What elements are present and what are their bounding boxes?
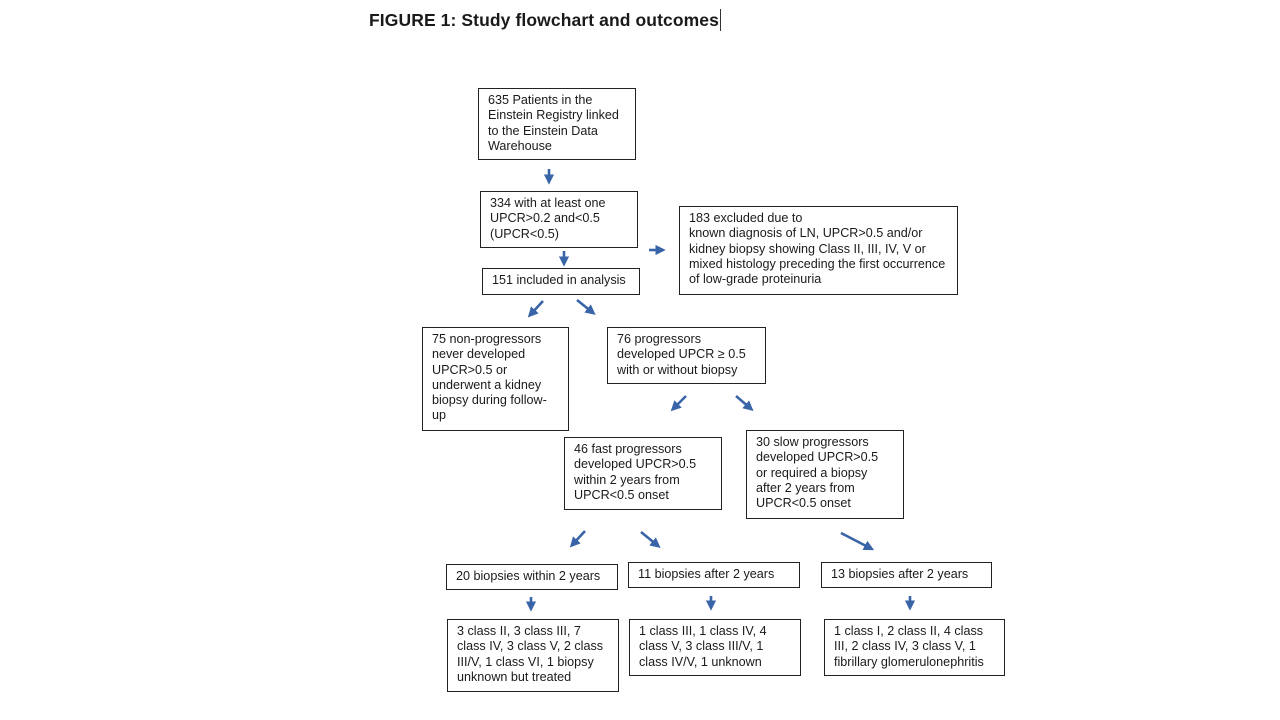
progressors-line: 76 progressors (617, 332, 701, 346)
results-13-line: fibrillary glomerulonephritis (834, 654, 984, 669)
registry-line: to the Einstein Data (488, 123, 598, 138)
results-13-line: III, 2 class IV, 3 class V, 1 (834, 639, 976, 654)
included-box: 151 included in analysis (482, 268, 640, 295)
biopsies-after-2y-slow-line: 13 biopsies after 2 years (831, 567, 969, 581)
excluded-line: known diagnosis of LN, UPCR>0.5 and/or (689, 226, 923, 241)
slow-progressors-line: or required a biopsy (756, 465, 868, 480)
results-20-line: unknown but treated (457, 669, 572, 684)
nonprogressors-line: biopsy during follow- (432, 393, 547, 408)
biopsies-after-2y-fast-box: 11 biopsies after 2 years (628, 562, 800, 588)
arrow-left-fast (670, 395, 687, 412)
slow-progressors-line: developed UPCR>0.5 (756, 450, 879, 465)
progressors-line: developed UPCR ≥ 0.5 (617, 347, 746, 362)
arrow-right-progressors (576, 298, 596, 315)
excluded-box: 183 excluded due to known diagnosis of L… (679, 206, 958, 295)
arrow-right-biopsies-11 (640, 530, 661, 548)
registry-line: Warehouse (488, 138, 552, 153)
slow-progressors-line: UPCR<0.5 onset (756, 496, 851, 511)
upcr-line: (UPCR<0.5) (490, 226, 559, 241)
nonprogressors-line: 75 non-progressors (432, 332, 542, 346)
progressors-line: with or without biopsy (617, 362, 738, 377)
results-20-line: III/V, 1 class VI, 1 biopsy (457, 654, 594, 669)
registry-line: Einstein Registry linked (488, 108, 619, 123)
fast-progressors-box: 46 fast progressors developed UPCR>0.5 w… (564, 437, 722, 510)
biopsies-within-2y-line: 20 biopsies within 2 years (456, 569, 601, 583)
progressors-box: 76 progressors developed UPCR ≥ 0.5 with… (607, 327, 766, 384)
results-11-line: class V, 3 class III/V, 1 (639, 639, 764, 654)
arrow-right-biopsies-13 (840, 531, 875, 551)
figure-title: FIGURE 1: Study flowchart and outcomes (369, 9, 721, 31)
registry-line: 635 Patients in the (488, 93, 593, 107)
fast-progressors-line: developed UPCR>0.5 (574, 457, 697, 472)
arrow-left-biopsies-20 (569, 530, 586, 548)
fast-progressors-line: 46 fast progressors (574, 442, 682, 456)
biopsies-after-2y-slow-box: 13 biopsies after 2 years (821, 562, 992, 588)
results-11-line: class IV/V, 1 unknown (639, 654, 762, 669)
slow-progressors-box: 30 slow progressors developed UPCR>0.5 o… (746, 430, 904, 519)
results-11-line: 1 class III, 1 class IV, 4 (639, 624, 767, 638)
biopsies-after-2y-fast-line: 11 biopsies after 2 years (638, 567, 775, 581)
results-11-box: 1 class III, 1 class IV, 4 class V, 3 cl… (629, 619, 801, 676)
nonprogressors-line: UPCR>0.5 or (432, 362, 508, 377)
nonprogressors-line: never developed (432, 347, 526, 362)
results-13-line: 1 class I, 2 class II, 4 class (834, 624, 984, 638)
fast-progressors-line: within 2 years from (574, 472, 680, 487)
upcr-line: 334 with at least one (490, 196, 606, 210)
excluded-line: mixed histology preceding the first occu… (689, 256, 946, 271)
excluded-line: of low-grade proteinuria (689, 272, 822, 287)
fast-progressors-line: UPCR<0.5 onset (574, 487, 669, 502)
excluded-line: kidney biopsy showing Class II, III, IV,… (689, 241, 926, 256)
arrow-left-nonprogressors (527, 300, 544, 318)
results-20-line: 3 class II, 3 class III, 7 (457, 624, 581, 638)
excluded-line: 183 excluded due to (689, 211, 803, 225)
results-20-box: 3 class II, 3 class III, 7 class IV, 3 c… (447, 619, 619, 692)
slow-progressors-line: after 2 years from (756, 480, 855, 495)
included-line: 151 included in analysis (492, 273, 626, 287)
biopsies-within-2y-box: 20 biopsies within 2 years (446, 564, 618, 590)
nonprogressors-line: underwent a kidney (432, 377, 542, 392)
nonprogressors-box: 75 non-progressors never developed UPCR>… (422, 327, 569, 431)
upcr-box: 334 with at least one UPCR>0.2 and<0.5 (… (480, 191, 638, 248)
registry-box: 635 Patients in the Einstein Registry li… (478, 88, 636, 160)
slow-progressors-line: 30 slow progressors (756, 435, 869, 449)
results-20-line: class IV, 3 class V, 2 class (457, 639, 604, 654)
results-13-box: 1 class I, 2 class II, 4 class III, 2 cl… (824, 619, 1005, 676)
arrow-right-slow (735, 395, 754, 412)
upcr-line: UPCR>0.2 and<0.5 (490, 211, 600, 226)
nonprogressors-line: up (432, 408, 447, 423)
